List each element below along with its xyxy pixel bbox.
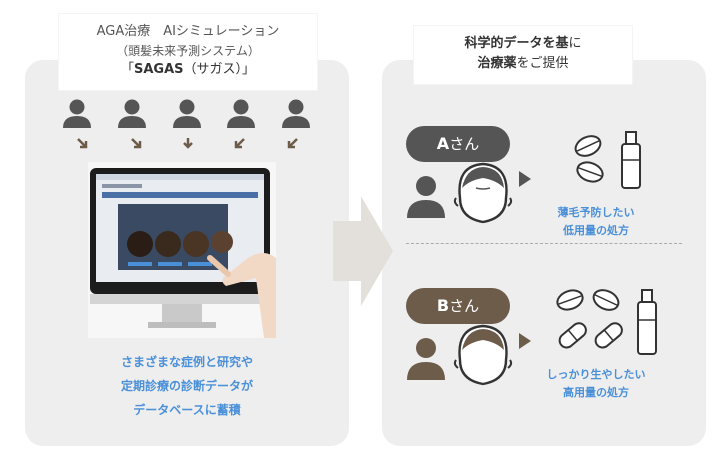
big-arrow-right-icon <box>333 196 393 306</box>
pills-capsules-bottle-icon <box>556 289 657 355</box>
left-title-sagas: SAGAS <box>133 62 184 77</box>
monitor-photo <box>88 162 276 338</box>
triangle-right-icon <box>519 333 531 349</box>
right-title-line2-bold: 治療薬 <box>477 56 517 71</box>
person-icon <box>407 338 445 380</box>
left-desc-line2: 定期診療の診断データが <box>120 379 253 393</box>
left-desc-line3: データベースに蓄積 <box>133 403 241 417</box>
person-icon <box>407 176 445 218</box>
head-top-view-icon <box>453 324 513 386</box>
arrow-down-right-icon <box>77 138 88 149</box>
right-panel <box>382 60 706 446</box>
pills-bottle-icon <box>574 131 641 189</box>
arrow-down-left-icon <box>287 138 298 149</box>
right-title-line1: 科学的データを基に <box>414 34 632 54</box>
case-a-label: Aさん <box>406 126 510 162</box>
person-icon <box>227 99 255 128</box>
left-title-box: AGA治療 AIシミュレーション （頭髪未来予測システム） 「SAGAS（サガス… <box>59 14 317 90</box>
arrow-down-icon <box>183 138 193 149</box>
case-a-result-line2: 低用量の処方 <box>563 224 629 237</box>
case-b-suffix: さん <box>449 297 480 315</box>
left-title-line1: AGA治療 AIシミュレーション <box>96 24 280 39</box>
right-title-line2-rest: をご提供 <box>516 56 569 71</box>
case-b-result-line2: 高用量の処方 <box>563 386 629 399</box>
left-title-line3: 「SAGAS（サガス）」 <box>59 60 317 80</box>
person-icon <box>63 99 91 128</box>
person-icon <box>282 99 310 128</box>
head-top-view-icon <box>453 162 513 224</box>
person-icon <box>173 99 201 128</box>
case-a-letter: A <box>436 134 450 153</box>
arrow-down-left-icon <box>234 138 245 149</box>
case-a-result-line1: 薄毛予防したい <box>557 206 635 219</box>
left-desc-line1: さまざまな症例と研究や <box>120 355 253 369</box>
case-b-label: Bさん <box>406 288 510 324</box>
left-title-line2: （頭髪未来予測システム） <box>116 44 260 58</box>
case-a-suffix: さん <box>449 135 480 153</box>
left-title-rest: （サガス）」 <box>183 62 256 77</box>
case-b-result-line1: しっかり生やしたい <box>546 368 646 381</box>
person-icon <box>118 99 146 128</box>
case-b-result: しっかり生やしたい 高用量の処方 <box>536 366 656 402</box>
right-title-line1-bold: 科学的データを基 <box>464 36 569 51</box>
triangle-right-icon <box>519 171 531 187</box>
left-description: さまざまな症例と研究や 定期診療の診断データが データベースに蓄積 <box>25 350 349 422</box>
case-divider <box>406 243 682 244</box>
left-title-bracket: 「 <box>120 62 134 77</box>
right-title-box: 科学的データを基に 治療薬をご提供 <box>414 26 632 84</box>
case-b-letter: B <box>436 296 450 315</box>
case-a-result: 薄毛予防したい 低用量の処方 <box>536 204 656 240</box>
right-title-line1-rest: に <box>568 36 582 51</box>
arrow-down-right-icon <box>131 138 142 149</box>
right-title-line2: 治療薬をご提供 <box>414 54 632 74</box>
